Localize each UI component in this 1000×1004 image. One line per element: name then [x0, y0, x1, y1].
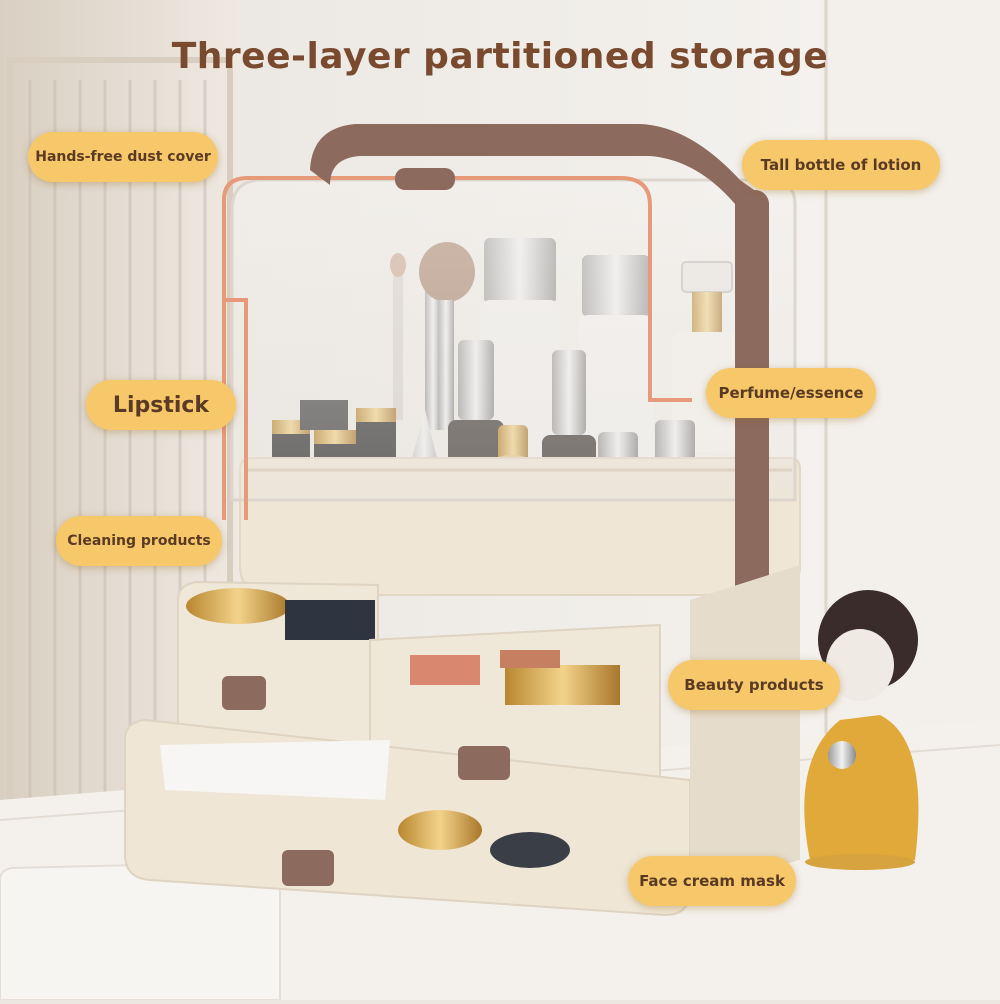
- figurine-decoration: [804, 590, 919, 870]
- drawer-pull-right: [458, 746, 510, 780]
- label-text: Tall bottle of lotion: [760, 156, 922, 174]
- label-face-cream-mask: Face cream mask: [628, 856, 796, 906]
- label-text: Beauty products: [684, 676, 824, 694]
- label-hands-free-dust-cover: Hands-free dust cover: [28, 132, 218, 182]
- drawer-pull-bottom: [282, 850, 334, 886]
- bottom-drawer-contents: [160, 740, 570, 868]
- label-lipstick: Lipstick: [86, 380, 236, 430]
- dust-cover: [230, 178, 797, 502]
- label-text: Hands-free dust cover: [35, 149, 211, 165]
- organizer-side: [690, 565, 800, 890]
- label-cleaning-products: Cleaning products: [56, 516, 222, 566]
- middle-drawer-left-contents: [186, 588, 375, 640]
- carry-handle: [310, 124, 768, 680]
- drawer-pull-left: [222, 676, 266, 710]
- label-text: Face cream mask: [639, 872, 785, 890]
- label-perfume-essence: Perfume/essence: [706, 368, 876, 418]
- label-text: Lipstick: [112, 392, 210, 418]
- handle-strap: [735, 190, 769, 690]
- label-text: Cleaning products: [67, 533, 211, 549]
- label-text: Perfume/essence: [718, 384, 864, 402]
- middle-drawer-right-contents: [410, 650, 620, 705]
- headline-title: Three-layer partitioned storage: [171, 36, 829, 77]
- label-beauty-products: Beauty products: [668, 660, 840, 710]
- dust-cover-accent-line: [222, 176, 692, 520]
- label-tall-bottle-of-lotion: Tall bottle of lotion: [742, 140, 940, 190]
